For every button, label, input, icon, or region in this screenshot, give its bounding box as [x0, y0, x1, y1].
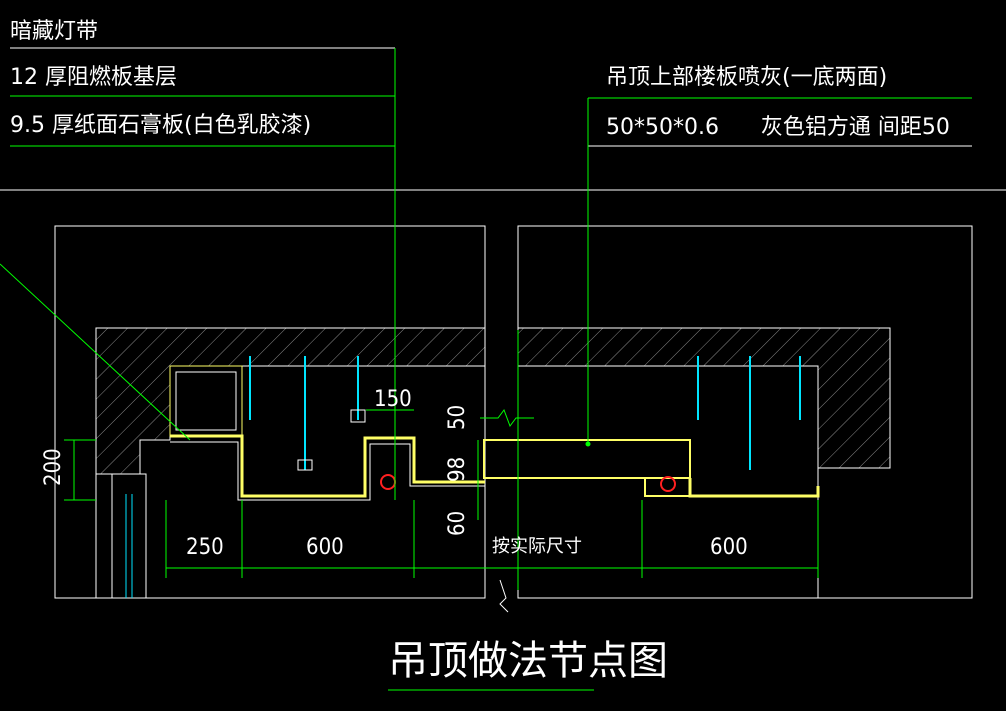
leader-lines [0, 48, 591, 590]
dim-actual-size: 按实际尺寸 [492, 536, 582, 557]
dim-98: 98 [445, 457, 470, 482]
left-section [54, 225, 486, 599]
dimension-lines [64, 409, 819, 578]
note-aluminium-tube: 50*50*0.6 灰色铝方通 间距50 [606, 115, 950, 140]
light-strip-icon [380, 474, 396, 490]
light-strip-icon-right [660, 476, 676, 492]
dim-600-right: 600 [710, 535, 748, 560]
note-hidden-light-strip: 暗藏灯带 [10, 19, 98, 44]
break-mark-top [480, 408, 534, 428]
dim-150: 150 [374, 387, 412, 412]
right-notes: 吊顶上部楼板喷灰(一底两面) 50*50*0.6 灰色铝方通 间距50 [588, 65, 972, 147]
note-fire-board: 12 厚阻燃板基层 [10, 65, 177, 90]
note-gypsum-board: 9.5 厚纸面石膏板(白色乳胶漆) [10, 113, 311, 138]
drawing-title: 吊顶做法节点图 [388, 638, 668, 684]
note-slab-spray: 吊顶上部楼板喷灰(一底两面) [606, 65, 887, 90]
dim-250: 250 [186, 535, 224, 560]
break-mark-bottom [499, 579, 509, 613]
dim-600-left: 600 [306, 535, 344, 560]
dim-50: 50 [445, 405, 470, 430]
right-section [483, 225, 973, 599]
left-notes: 暗藏灯带 12 厚阻燃板基层 9.5 厚纸面石膏板(白色乳胶漆) [10, 19, 395, 147]
dim-60: 60 [445, 511, 470, 536]
dim-200: 200 [41, 448, 66, 486]
